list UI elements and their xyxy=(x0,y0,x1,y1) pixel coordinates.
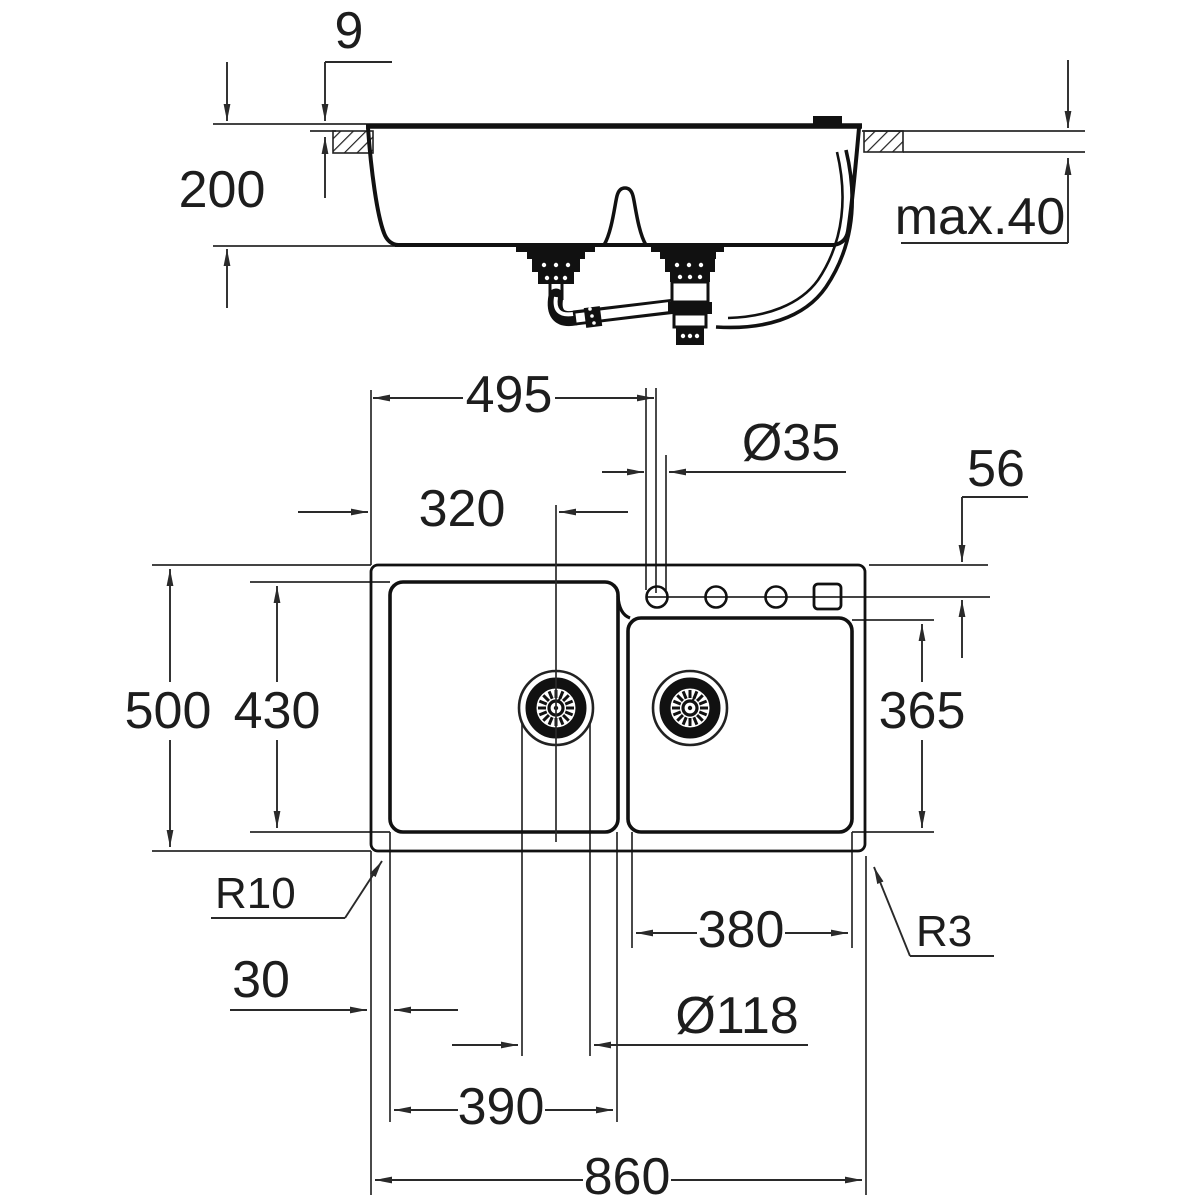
dim-bowl-right-depth: 365 xyxy=(879,624,966,828)
leader-bowl-corner-radius: R10 xyxy=(211,860,383,919)
dim-label-faucet-from-left: 495 xyxy=(466,366,553,424)
dim-holes-from-edge: 56 xyxy=(958,440,1028,658)
dim-overall-depth: 500 xyxy=(125,569,212,847)
dim-label-bowl-left-depth: 430 xyxy=(234,682,321,740)
plan-view: 495 Ø35 320 56 500 xyxy=(125,366,1028,1200)
dim-label-holes-from-edge: 56 xyxy=(967,440,1025,498)
square-hole-section-tab xyxy=(813,116,842,125)
dim-label-outer-corner-radius: R3 xyxy=(916,907,972,956)
drain-trap-left xyxy=(516,243,595,327)
dim-label-bowl-depth: 200 xyxy=(179,161,266,219)
bowl-right xyxy=(626,616,854,834)
dim-label-rim-height: 9 xyxy=(335,2,364,60)
dim-label-bowl-corner-radius: R10 xyxy=(215,869,296,918)
dim-drain-from-left: 320 xyxy=(298,480,628,538)
drain-strainer-right xyxy=(653,671,727,745)
sink-outer-edge xyxy=(369,563,867,853)
drain-connecting-pipe xyxy=(573,298,677,328)
dim-label-bowl-right-width: 380 xyxy=(698,901,785,959)
overflow-hose-outer xyxy=(715,149,854,330)
countertop-hatch-right xyxy=(863,130,904,153)
accessory-hole-2 xyxy=(764,585,788,609)
dim-edge-to-bowl: 30 xyxy=(230,951,458,1014)
dim-rim-height: 9 xyxy=(321,2,392,198)
accessory-hole-1 xyxy=(704,585,728,609)
faucet-hole xyxy=(645,585,669,609)
extension-lines xyxy=(152,388,990,1195)
dim-bowl-left-width: 390 xyxy=(394,1078,613,1136)
dim-label-counter-thickness: max.40 xyxy=(895,188,1066,246)
section-view: 9 200 max.40 xyxy=(179,2,1085,345)
dim-label-edge-to-bowl: 30 xyxy=(232,951,290,1009)
dim-label-bowl-left-width: 390 xyxy=(458,1078,545,1136)
leader-outer-corner-radius: R3 xyxy=(873,866,994,957)
bowl-left xyxy=(388,580,620,834)
dim-faucet-from-left: 495 xyxy=(373,366,654,424)
dim-drain-dia: Ø118 xyxy=(452,987,808,1049)
bowl-divider-step xyxy=(616,595,631,620)
dim-faucet-hole-dia: Ø35 xyxy=(602,414,846,476)
drain-trap-right xyxy=(651,243,724,345)
overflow-hose-inner xyxy=(727,151,844,320)
dim-bowl-depth: 200 xyxy=(179,62,266,308)
dim-label-bowl-right-depth: 365 xyxy=(879,682,966,740)
dim-label-drain-from-left: 320 xyxy=(419,480,506,538)
dim-bowl-left-depth: 430 xyxy=(234,586,321,828)
dim-overall-width: 860 xyxy=(375,1148,862,1200)
dim-label-drain-dia: Ø118 xyxy=(675,987,798,1045)
bowl-divider-section xyxy=(602,186,648,246)
dim-bowl-right-width: 380 xyxy=(636,901,848,959)
dim-label-overall-width: 860 xyxy=(584,1148,671,1200)
sink-section-outline xyxy=(366,116,862,330)
countertop-hatch-left xyxy=(332,130,374,154)
dim-label-overall-depth: 500 xyxy=(125,682,212,740)
square-hole xyxy=(812,582,843,611)
dim-label-faucet-hole-dia: Ø35 xyxy=(742,414,840,472)
dim-counter-thickness: max.40 xyxy=(895,60,1072,246)
